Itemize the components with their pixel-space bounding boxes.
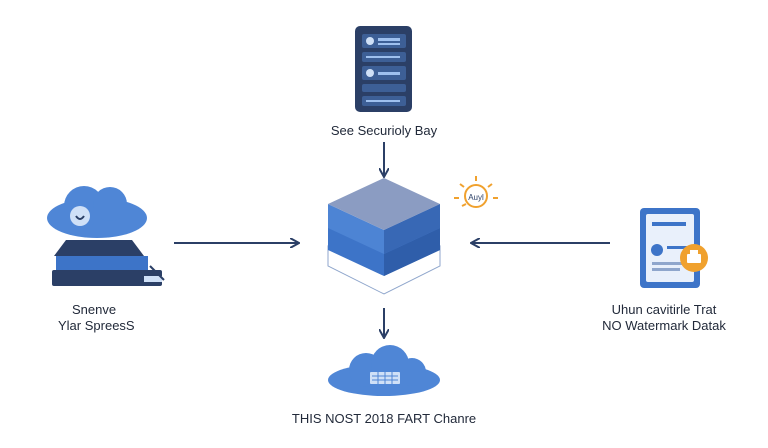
right-label-line1: Uhun cavitirle Trat [611, 302, 717, 317]
bottom-label: THIS NOST 2018 FART Chanre [291, 411, 477, 426]
database-stack-icon [327, 178, 441, 295]
cloud-laptop-icon [47, 186, 165, 286]
sun-text: Auyl [468, 193, 484, 202]
left-label-line1: Snenve [72, 302, 117, 317]
lightbulb-sun-icon: Auyl [454, 176, 498, 208]
document-badge-icon [640, 208, 708, 288]
server-rack-icon [355, 26, 412, 112]
cloud-keyboard-icon [328, 345, 440, 396]
right-label-line2: NO Watermark Datak [602, 318, 726, 333]
left-label-line2: Ylar SpreesS [58, 318, 135, 333]
top-server-label: See Securioly Bay [330, 123, 438, 138]
